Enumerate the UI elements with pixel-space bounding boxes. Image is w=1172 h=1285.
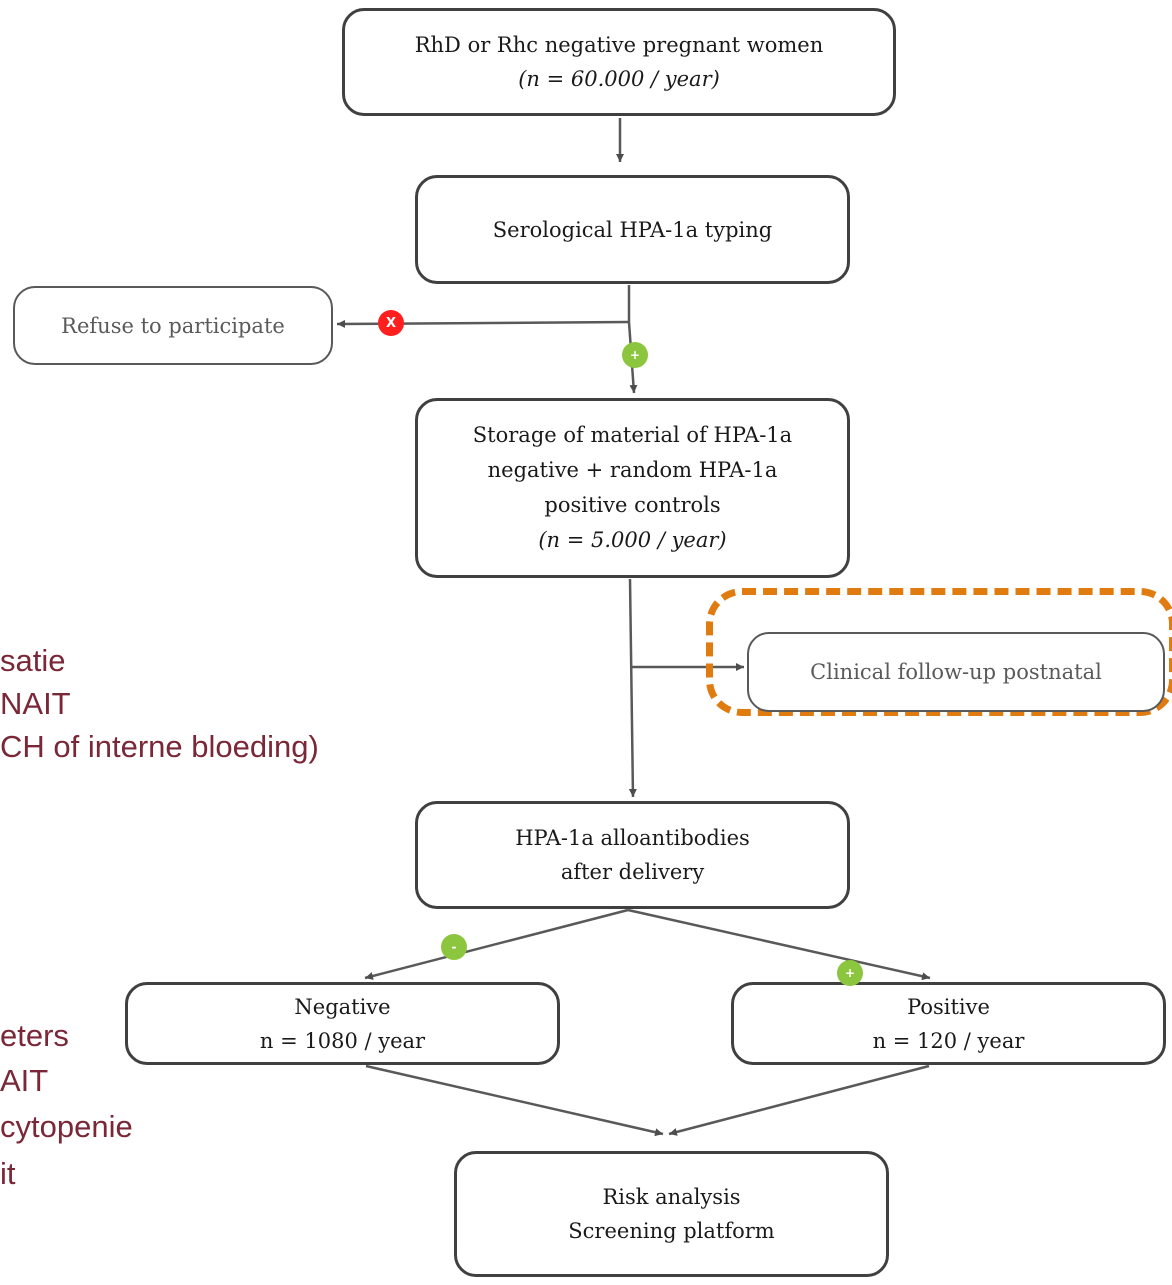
box-risk-line2: Screening platform <box>568 1219 775 1243</box>
box-clinical-followup: Clinical follow-up postnatal <box>747 632 1165 712</box>
background-text-2: NAIT <box>0 686 71 721</box>
box-risk-analysis: Risk analysis Screening platform <box>454 1151 889 1277</box>
followup-dashed-highlight <box>706 588 1172 716</box>
minus-badge-negative: - <box>441 934 467 960</box>
box-start-count: (n = 60.000 / year) <box>518 67 720 91</box>
background-text-4: eters <box>0 1018 69 1053</box>
plus-badge-positive: + <box>837 960 863 986</box>
box-negative: Negative n = 1080 / year <box>125 982 560 1065</box>
background-text-5: AIT <box>0 1063 49 1098</box>
plus-badge-typing: + <box>622 342 648 368</box>
arrow-to-positive <box>627 908 931 981</box>
arrow-negative-to-risk <box>365 1064 664 1137</box>
box-positive-count: n = 120 / year <box>872 1028 1025 1053</box>
box-serological-typing: Serological HPA-1a typing <box>415 175 850 284</box>
box-positive-label: Positive <box>907 994 990 1019</box>
box-rhd-negative-women: RhD or Rhc negative pregnant women (n = … <box>342 8 896 116</box>
box-storage-line3: positive controls <box>544 493 721 517</box>
arrow-positive-to-risk <box>668 1064 930 1136</box>
box-alloantibodies-line2: after delivery <box>560 860 705 884</box>
box-storage-line1: Storage of material of HPA-1a <box>472 423 793 447</box>
box-alloantibodies: HPA-1a alloantibodies after delivery <box>415 801 850 909</box>
box-start-label: RhD or Rhc negative pregnant women <box>414 33 824 57</box>
arrow-to-negative <box>364 908 629 980</box>
background-text-3: CH of interne bloeding) <box>0 729 319 764</box>
box-followup-label: Clinical follow-up postnatal <box>810 660 1102 684</box>
box-storage-count: (n = 5.000 / year) <box>538 528 727 552</box>
box-storage-line2: negative + random HPA-1a <box>487 458 778 482</box>
box-negative-count: n = 1080 / year <box>259 1028 426 1053</box>
box-refuse-label: Refuse to participate <box>61 313 285 338</box>
background-text-7: it <box>0 1156 16 1191</box>
box-positive: Positive n = 120 / year <box>731 982 1166 1065</box>
box-negative-label: Negative <box>294 994 391 1019</box>
arrow-storage-to-alloantibodies <box>628 578 637 798</box>
box-risk-line1: Risk analysis <box>602 1185 741 1209</box>
background-text-6: cytopenie <box>0 1109 133 1144</box>
background-text-1: satie <box>0 643 66 678</box>
box-alloantibodies-line1: HPA-1a alloantibodies <box>515 826 750 850</box>
box-typing-label: Serological HPA-1a typing <box>492 217 773 242</box>
box-storage: Storage of material of HPA-1a negative +… <box>415 398 850 578</box>
refuse-x-badge: X <box>378 310 404 336</box>
box-refuse: Refuse to participate <box>13 286 333 365</box>
